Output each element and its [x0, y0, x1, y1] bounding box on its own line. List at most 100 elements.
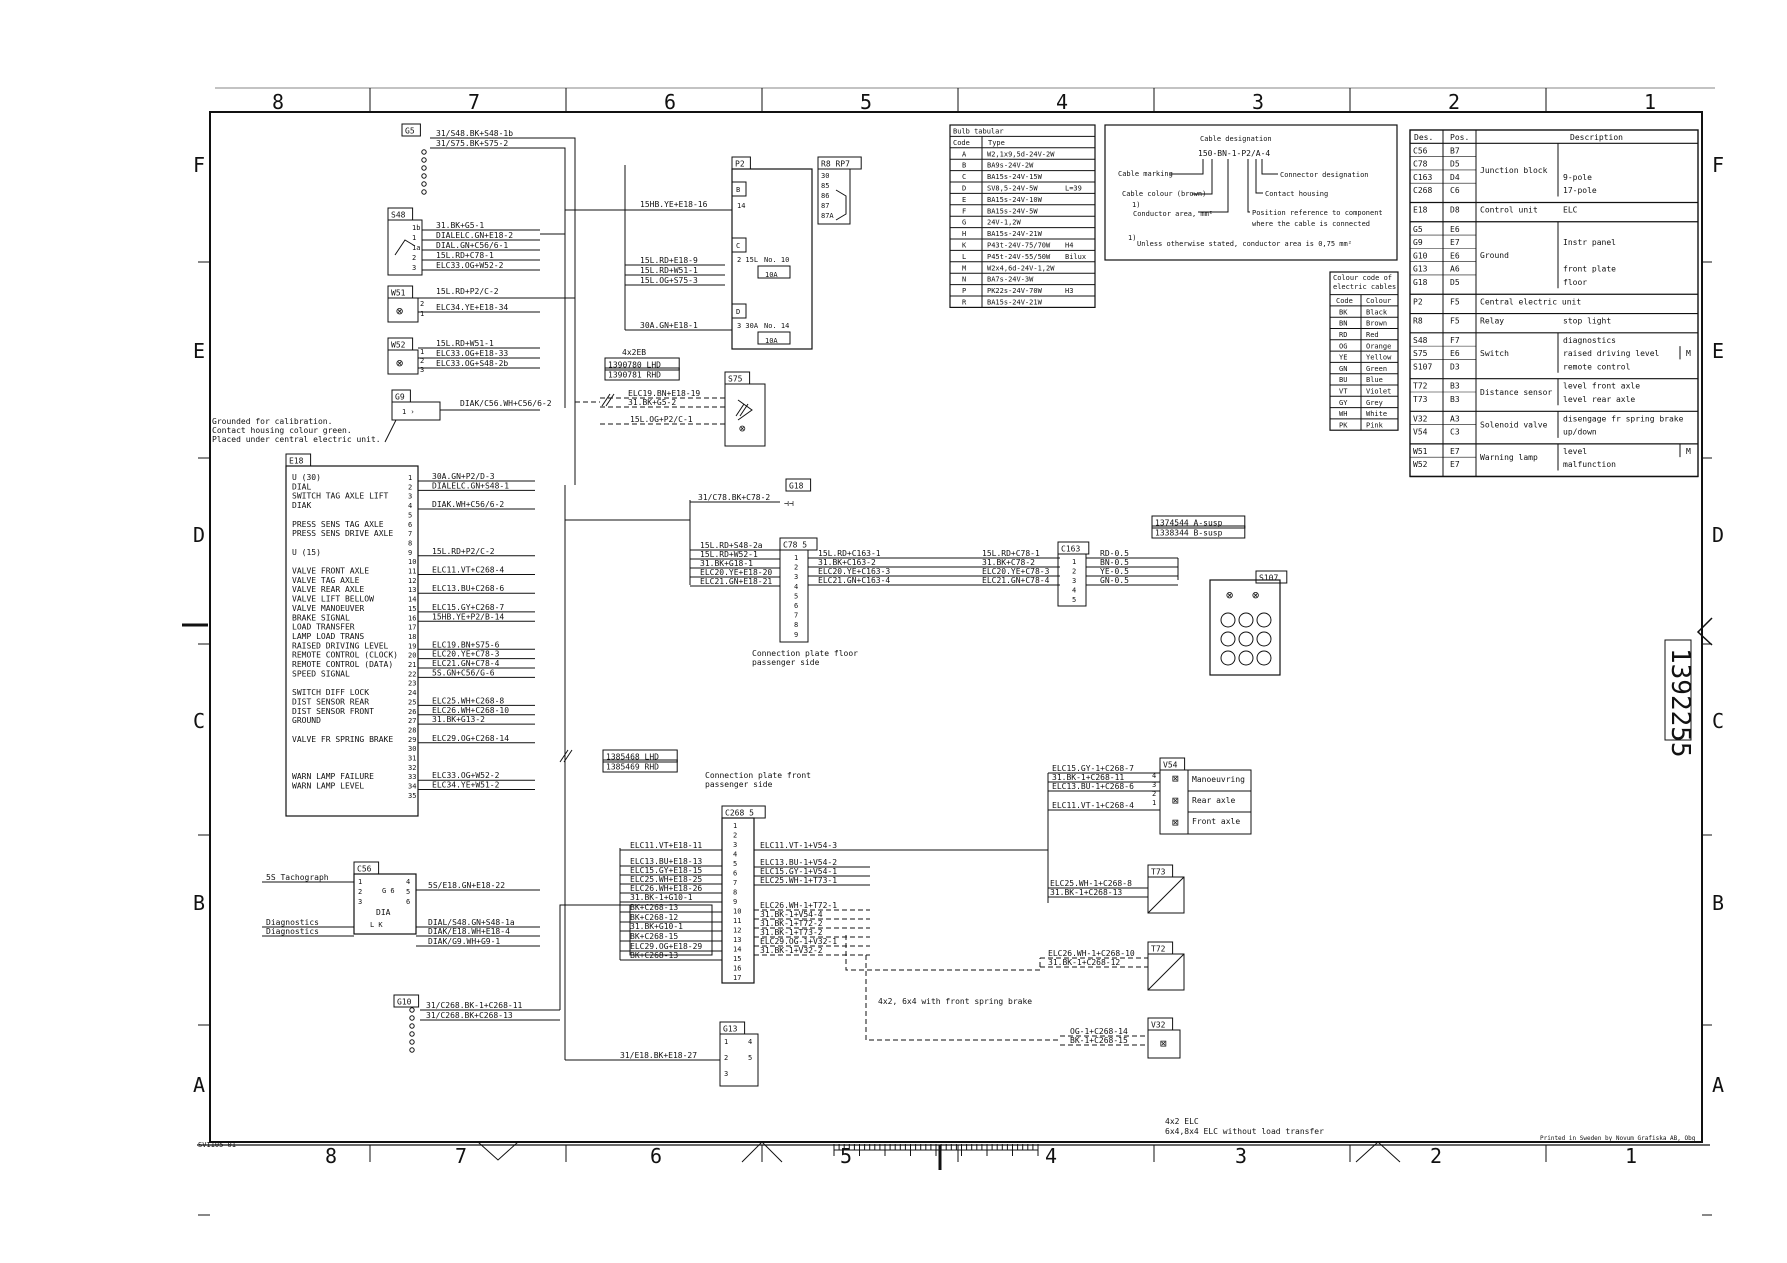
e18-wire-label: ELC20.YE+C78-3: [432, 650, 500, 659]
e18-pin-number: 35: [408, 792, 416, 800]
wire-label-g18: 31/C78.BK+C78-2: [698, 493, 770, 502]
e18-pin-number: 1: [408, 474, 412, 482]
e18-pin-number: 32: [408, 764, 416, 772]
wire-label-g10: 31/C268.BK+C268-13: [426, 1011, 513, 1020]
pin-c56: 2: [358, 888, 362, 896]
component-sub-description: level front axle: [1563, 382, 1640, 391]
colour-name: Violet: [1366, 388, 1391, 396]
sensor-t73-diagonal: [1147, 876, 1185, 914]
wire-label-c163-right: GN-0.5: [1100, 576, 1129, 585]
e18-function-label: BRAKE SIGNAL: [292, 613, 350, 622]
component-designation: R8: [1413, 317, 1423, 326]
v54-valve-labels-frame: [1187, 769, 1252, 835]
pin-c78: 1: [794, 554, 798, 562]
switch-s48-body: [387, 219, 423, 276]
pin-w51: 1: [420, 310, 424, 318]
component-position: F5: [1450, 317, 1460, 326]
pin-v54: 3: [1152, 781, 1156, 789]
sensor-t72-diagonal: [1147, 953, 1185, 991]
e18-pin-number: 5: [408, 511, 412, 519]
wire-label-c268-right: 31.BK-1+T73-2: [760, 928, 823, 937]
e18-function-label: RAISED DRIVING LEVEL: [292, 641, 389, 650]
component-description: Solenoid valve: [1480, 421, 1548, 430]
pin-w52: 3: [420, 366, 424, 374]
component-position: B3: [1450, 395, 1460, 404]
e18-function-label: VALVE MANOEUVER: [292, 604, 364, 613]
colour-name: Green: [1366, 365, 1387, 373]
label-s75: S75: [728, 375, 743, 384]
wire-label-c78-left: 15L.RD+S48-2a: [700, 541, 763, 550]
wire-label-c268-left: ELC29.OG+E18-29: [630, 942, 702, 951]
e18-pin-number: 27: [408, 717, 416, 725]
component-designation: G18: [1413, 278, 1428, 287]
component-designation: C163: [1413, 173, 1432, 182]
zone-row-left-D: D: [193, 523, 205, 547]
e18-pin-number: 34: [408, 783, 416, 791]
bulb-code: B: [962, 162, 966, 170]
printed-note: Printed in Sweden by Novum Grafiska AB, …: [1540, 1135, 1696, 1142]
label-s48: S48: [391, 211, 406, 220]
variant-1-rhd-box: [604, 367, 680, 381]
p2-block-D: [731, 303, 747, 319]
component-sub-description: 17-pole: [1563, 186, 1597, 195]
component-designation: W51: [1413, 447, 1428, 456]
e18-function-label: LOAD TRANSFER: [292, 623, 355, 632]
wire-label-c163-right: YE-0.5: [1100, 567, 1129, 576]
bulb-table-title: Bulb tabular: [953, 128, 1004, 136]
pin-g13: 4: [748, 1038, 752, 1046]
ground-coil: [409, 1007, 415, 1013]
e18-function-label: PRESS SENS TAG AXLE: [292, 520, 384, 529]
bulb-type: P43t-24V-75/70W: [987, 242, 1051, 250]
ground-coil: [409, 1031, 415, 1037]
control-unit-e18-body: [285, 465, 419, 817]
component-designation: E18: [1413, 205, 1428, 214]
pin-c268: 2: [733, 832, 737, 840]
e18-pin-number: 22: [408, 670, 416, 678]
wire-label-c268-right: ELC11.VT-1+V54-3: [760, 841, 837, 850]
wire-label-w51: 15L.RD+P2/C-2: [436, 287, 499, 296]
e18-function-label: U (30): [292, 473, 321, 482]
variant-1-title: 4x2EB: [622, 348, 646, 357]
s107-part-a-box: [1151, 515, 1246, 529]
scale-bar: [833, 1144, 1039, 1156]
e18-wire-label: ELC26.WH+C268-10: [432, 706, 509, 715]
colour-code: GN: [1339, 365, 1347, 373]
component-sub-description: level rear axle: [1563, 395, 1635, 404]
colour-code: BU: [1339, 376, 1347, 384]
component-designation: G5: [1413, 225, 1423, 234]
component-position: D5: [1450, 160, 1460, 169]
ground-coil: [409, 1039, 415, 1045]
component-description: Warning lamp: [1480, 453, 1538, 462]
label-g9: G9: [395, 393, 405, 402]
connector-c163-body: [1057, 553, 1087, 607]
s107-key: [1256, 650, 1272, 666]
component-position: D4: [1450, 173, 1460, 182]
e18-pin-number: 16: [408, 614, 416, 622]
wire-label-c268-right: ELC15.GY-1+V54-1: [760, 867, 837, 876]
e18-function-label: VALVE TAG AXLE: [292, 576, 360, 585]
s107-key: [1220, 612, 1236, 628]
bulb-type: W2,1x9,5d-24V-2W: [987, 150, 1055, 158]
wire-label-s75: ELC19.BN+E18-19: [628, 389, 700, 398]
e18-wire-label: ELC15.GY+C268-7: [432, 603, 504, 612]
colour-code: VT: [1339, 388, 1348, 396]
wire-label-c78-left: ELC20.YE+E18-20: [700, 568, 772, 577]
e18-function-label: DIST SENSOR REAR: [292, 697, 369, 706]
wire-label-c268-left: ELC13.BU+E18-13: [630, 857, 702, 866]
c268-caption: passenger side: [705, 780, 773, 789]
pin-s48: 2: [412, 254, 416, 262]
p2-block-label: D: [736, 308, 740, 316]
colour-table-header-code: Code: [1336, 297, 1353, 305]
zone-column-bottom-8: 8: [325, 1144, 337, 1168]
wire-label-c78-left: ELC21.GN+E18-21: [700, 577, 772, 586]
component-designation: C268: [1413, 186, 1432, 195]
pin-p2: 3 30A: [737, 322, 759, 330]
ground-coil: [421, 157, 427, 163]
footer-note-line-2: 6x4,8x4 ELC without load transfer: [1165, 1127, 1324, 1136]
pin-c78: 7: [794, 612, 798, 620]
component-description: Relay: [1480, 317, 1504, 326]
e18-function-label: SPEED SIGNAL: [292, 669, 350, 678]
component-designation: C56: [1413, 146, 1428, 155]
